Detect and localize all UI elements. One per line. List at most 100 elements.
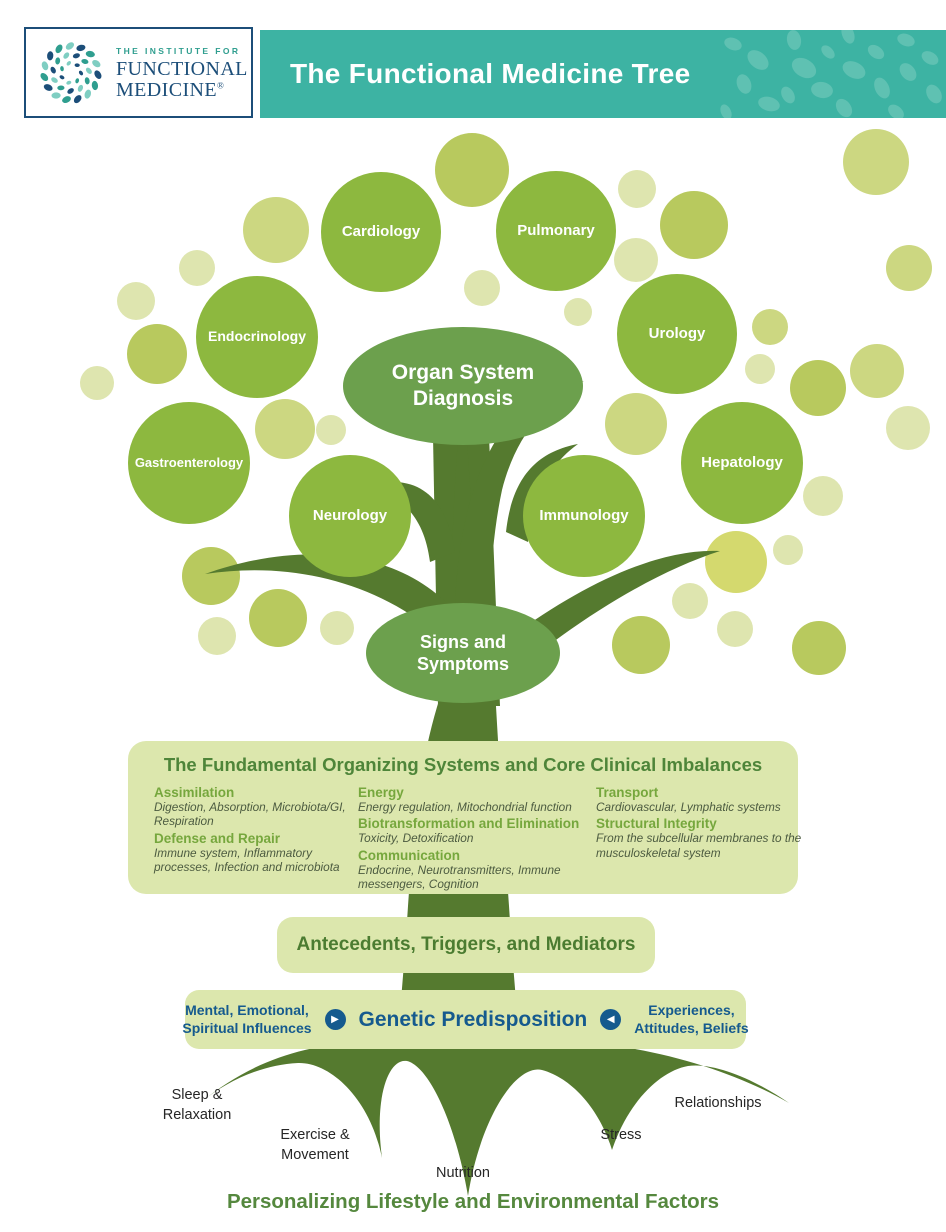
root-flare — [200, 1042, 789, 1196]
root-label-line: Sleep & — [171, 1087, 223, 1103]
leaf-circle — [564, 298, 592, 326]
logo-dot — [57, 85, 65, 91]
logo-functional-line: FUNCTIONAL — [116, 57, 248, 80]
logo-dot — [77, 84, 84, 92]
logo-dot — [66, 80, 72, 85]
system-heading: Biotransformation and Elimination — [358, 816, 580, 832]
leaf-circle — [605, 393, 667, 455]
logo-dot — [43, 84, 53, 91]
leaf-circle — [435, 133, 509, 207]
leaf-circle — [320, 611, 354, 645]
page-title: The Functional Medicine Tree — [290, 58, 691, 89]
root-label-line: Relaxation — [162, 1106, 232, 1123]
root-label-stress: Stress — [600, 1126, 641, 1146]
specialty-circle-cardiology: Cardiology — [321, 172, 441, 292]
logo-dot — [60, 66, 64, 72]
banner-dot — [758, 96, 780, 112]
oval-label-line: Organ System — [391, 360, 535, 384]
system-heading: Communication — [358, 847, 461, 863]
logo-dot — [40, 73, 49, 81]
logo-medicine-line: MEDICINE® — [116, 79, 248, 102]
logo-dot — [67, 88, 74, 94]
branch-right-sweep — [455, 381, 584, 604]
canopy-leaf-circles — [80, 129, 932, 675]
banner-dot — [811, 81, 833, 99]
root-label-line: Exercise & — [280, 1127, 350, 1143]
leaf-circle — [182, 547, 240, 605]
system-description: Immune system, Inflammatory processes, I… — [154, 845, 340, 875]
fundamental-systems-box: The Fundamental Organizing Systems and C… — [128, 741, 801, 894]
leaf-circle — [179, 250, 215, 286]
genetic-side-line: Mental, Emotional, — [185, 1002, 309, 1018]
leaf-circle — [660, 191, 728, 259]
leaf-circle — [752, 309, 788, 345]
root-label-exercise-: Exercise & Movement — [280, 1126, 349, 1165]
specialty-circle-immunology: Immunology — [523, 455, 645, 577]
leaf-circle — [672, 583, 708, 619]
banner-dot — [842, 61, 866, 79]
banner-dot — [867, 44, 885, 60]
root-label-line: Relationships — [674, 1095, 762, 1111]
logo-dot — [62, 96, 71, 104]
ifm-logo-text: THE INSTITUTE FOR FUNCTIONAL MEDICINE® — [116, 47, 248, 102]
logo-dot — [84, 77, 90, 85]
leaf-circle — [249, 589, 307, 647]
banner-dot — [724, 37, 742, 51]
specialty-label: Hepatology — [701, 453, 783, 471]
logo-dot — [51, 77, 58, 83]
specialty-label: Cardiology — [341, 222, 421, 240]
logo-dot — [41, 61, 49, 71]
logo-dot — [78, 70, 84, 76]
logo-dot — [65, 42, 75, 50]
leaf-circle — [886, 406, 930, 450]
leaf-circle — [127, 324, 187, 384]
genetic-predisposition-label: Genetic Predisposition — [358, 1007, 588, 1031]
banner-dot — [747, 50, 769, 70]
logo-dot — [91, 80, 99, 91]
branch-left-limb — [205, 554, 458, 654]
logo-dot — [63, 52, 70, 59]
logo-dot — [55, 44, 63, 54]
arrow-right-icon: ▶ — [324, 1009, 346, 1030]
specialty-label: Pulmonary — [517, 221, 595, 239]
logo-dot — [76, 44, 86, 52]
logo-institute-line: THE INSTITUTE FOR — [116, 46, 241, 56]
leaf-circle — [803, 476, 843, 516]
banner-dot — [736, 74, 752, 94]
system-description: Energy regulation, Mitochondrial functio… — [358, 800, 572, 814]
logo-dot — [84, 89, 92, 99]
specialty-label: Endocrinology — [208, 328, 306, 345]
banner-dot — [781, 86, 795, 104]
branch-right-limb — [500, 550, 720, 684]
banner-dot — [921, 51, 939, 65]
oval-label-line: Symptoms — [416, 654, 510, 674]
mental-emotional-spiritual-label: Mental, Emotional,Spiritual Influences — [182, 1002, 311, 1037]
genetic-side-line: Spiritual Influences — [182, 1019, 312, 1036]
leaf-circle — [612, 616, 670, 674]
banner-dot — [888, 104, 904, 118]
system-heading: Energy — [358, 785, 404, 800]
experiences-attitudes-beliefs-label: Experiences,Attitudes, Beliefs — [634, 1002, 748, 1037]
specialty-circle-gastroenterology: Gastroenterology — [128, 402, 250, 524]
logo-dot — [72, 53, 80, 59]
system-description: From the subcellular membranes to the mu… — [596, 831, 802, 860]
logo-medicine-word: MEDICINE — [116, 79, 217, 102]
leaf-circle — [198, 617, 236, 655]
leaf-circle — [717, 611, 753, 647]
banner-dot — [821, 45, 835, 59]
arrow-left-icon: ◀ — [600, 1009, 622, 1030]
logo-dot — [55, 57, 61, 65]
specialty-circle-endocrinology: Endocrinology — [196, 276, 318, 398]
leaf-circle — [316, 415, 346, 445]
root-label-sleep-: Sleep & Relaxation — [163, 1086, 232, 1125]
specialty-label: Urology — [648, 324, 706, 342]
root-label-line: Movement — [281, 1146, 349, 1163]
branch-left-hook — [366, 481, 455, 562]
leaf-circle — [705, 531, 767, 593]
specialty-circle-hepatology: Hepatology — [681, 402, 803, 524]
logo-dot — [85, 67, 92, 74]
logo-dot — [81, 59, 89, 64]
banner-dot — [897, 33, 915, 47]
